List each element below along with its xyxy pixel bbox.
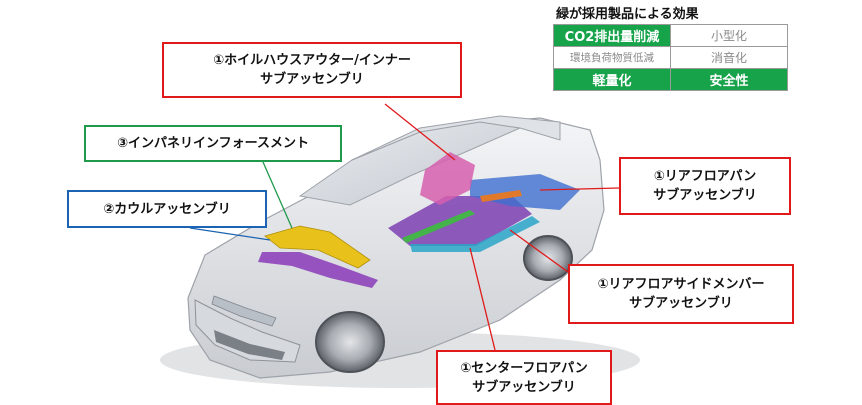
callout-cowl: ②カウルアッセンブリ: [67, 190, 267, 228]
legend-title: 緑が採用製品による効果: [556, 3, 699, 22]
callout-center-floor-pan: ①センターフロアパン サブアッセンブリ: [436, 350, 612, 405]
front-wheel: [316, 312, 384, 372]
legend-row: 軽量化安全性: [554, 69, 788, 91]
legend-cell: CO2排出量削減: [554, 25, 671, 47]
legend-cell: 小型化: [671, 25, 788, 47]
legend-cell: 安全性: [671, 69, 788, 91]
callout-wheelhouse: ①ホイルハウスアウター/インナー サブアッセンブリ: [162, 42, 462, 98]
callout-instrument-panel: ③インパネリインフォースメント: [84, 125, 342, 162]
callout-rear-floor-side-member: ①リアフロアサイドメンバー サブアッセンブリ: [568, 264, 794, 324]
effect-legend-table: CO2排出量削減小型化環境負荷物質低減消音化軽量化安全性: [553, 24, 788, 91]
legend-row: 環境負荷物質低減消音化: [554, 47, 788, 69]
legend-cell: 消音化: [671, 47, 788, 69]
callout-rear-floor-pan: ①リアフロアパン サブアッセンブリ: [619, 157, 791, 215]
legend-cell: 環境負荷物質低減: [554, 47, 671, 69]
legend-row: CO2排出量削減小型化: [554, 25, 788, 47]
legend-cell: 軽量化: [554, 69, 671, 91]
